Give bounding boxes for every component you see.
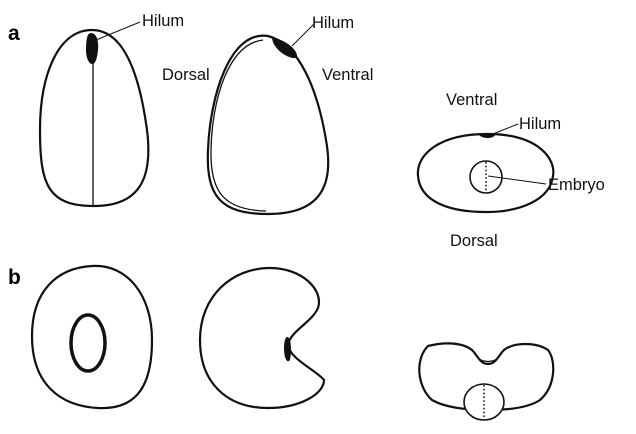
seed-cross-section: Hilum Embryo Ventral Dorsal [418,91,605,250]
seed-b-oval [32,266,152,408]
seed-front-view: Hilum [40,12,184,206]
seed-b-kidney-outline [200,268,324,408]
dorsal-label-lateral: Dorsal [162,66,210,84]
embryo-label: Embryo [548,176,605,194]
hilum-leader-cross [493,124,518,134]
hilum-label-lateral: Hilum [312,14,354,32]
panel-label-b: b [8,266,21,289]
seed-b-notched [419,343,553,420]
hilum-leader-lateral [292,24,314,46]
hilum-label-cross: Hilum [519,115,561,133]
ventral-label-lateral: Ventral [322,66,373,84]
ventral-label-cross: Ventral [446,91,497,109]
seed-lateral-view: Hilum Dorsal Ventral [162,14,373,214]
hilum-label-front: Hilum [142,12,184,30]
dorsal-label-cross: Dorsal [450,232,498,250]
seed-lateral-outline [208,36,328,214]
seed-b-kidney [200,268,324,408]
seed-b-oval-outline [32,266,152,408]
panel-label-a: a [8,22,20,45]
